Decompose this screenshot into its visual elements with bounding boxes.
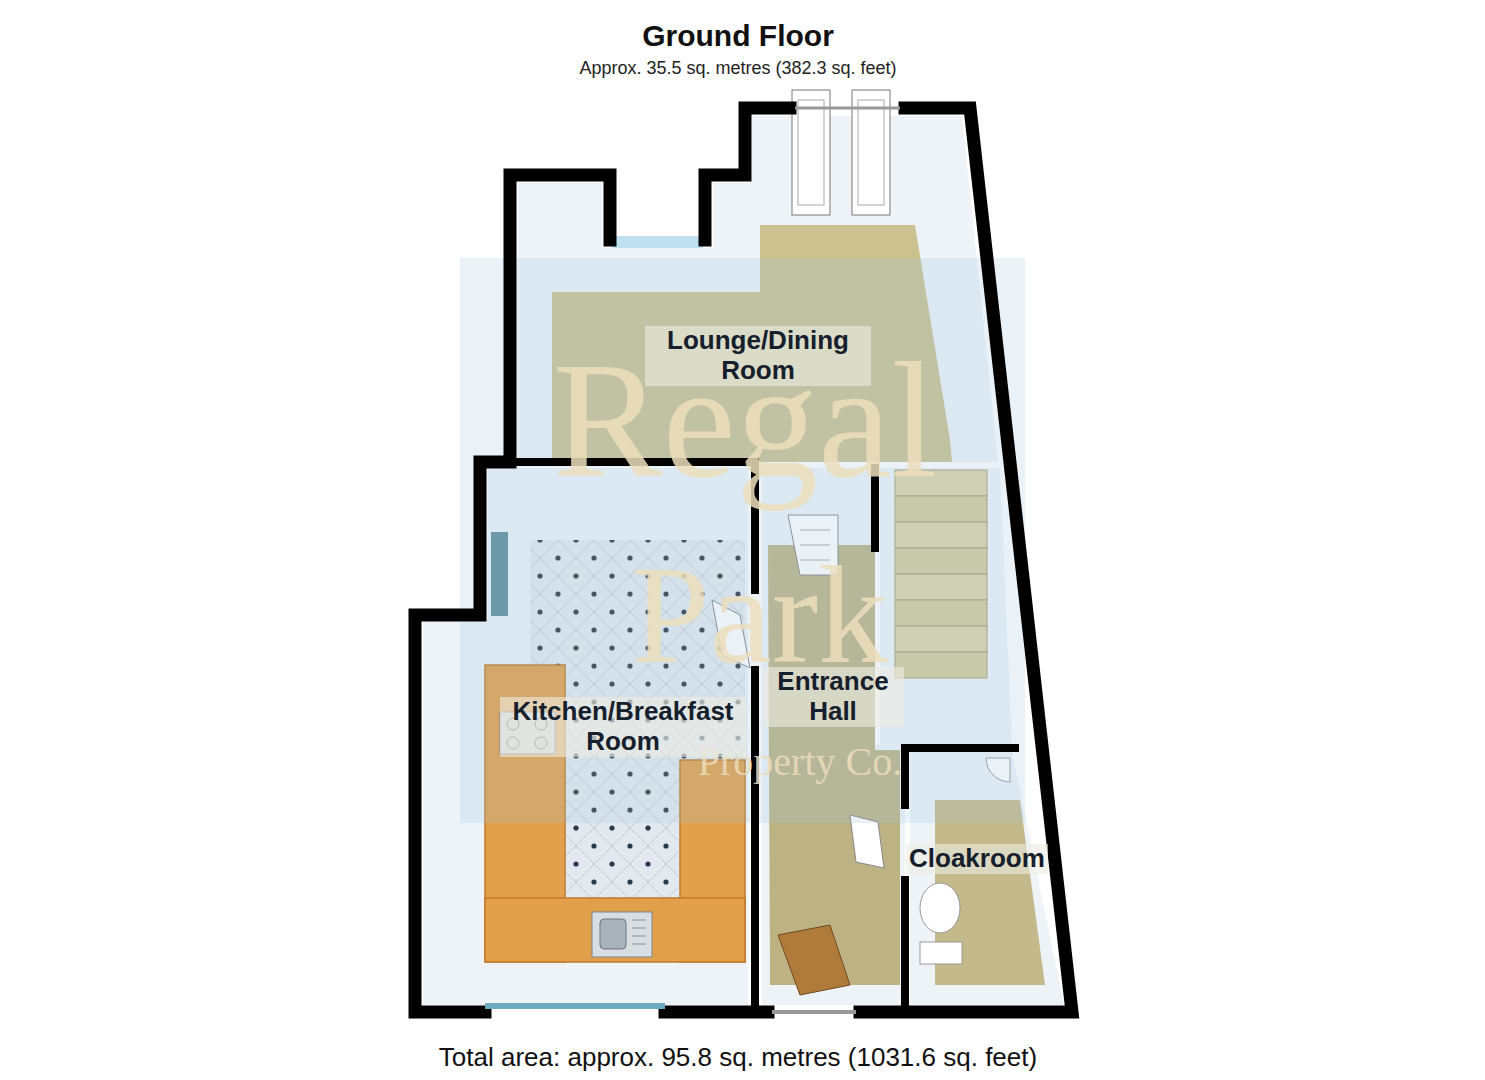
room-area: Kitchen/Breakfast Room <box>425 470 746 1005</box>
plan-title: Ground Floor <box>642 19 834 54</box>
room-area: Entrance Hall <box>758 465 905 1005</box>
room-area: Lounge/Dining Room <box>520 185 998 460</box>
room-label: Kitchen/Breakfast Room <box>500 697 746 757</box>
room-area: Cloakroom <box>906 752 1054 1005</box>
room-label: Cloakroom <box>906 844 1048 874</box>
floor-area-note: Approx. 35.5 sq. metres (382.3 sq. feet) <box>579 58 896 79</box>
total-area-caption: Total area: approx. 95.8 sq. metres (103… <box>439 1043 1037 1073</box>
watermark-text: Park <box>632 545 889 685</box>
room-label: Lounge/Dining Room <box>645 326 871 386</box>
room-label: Entrance Hall <box>763 667 904 727</box>
